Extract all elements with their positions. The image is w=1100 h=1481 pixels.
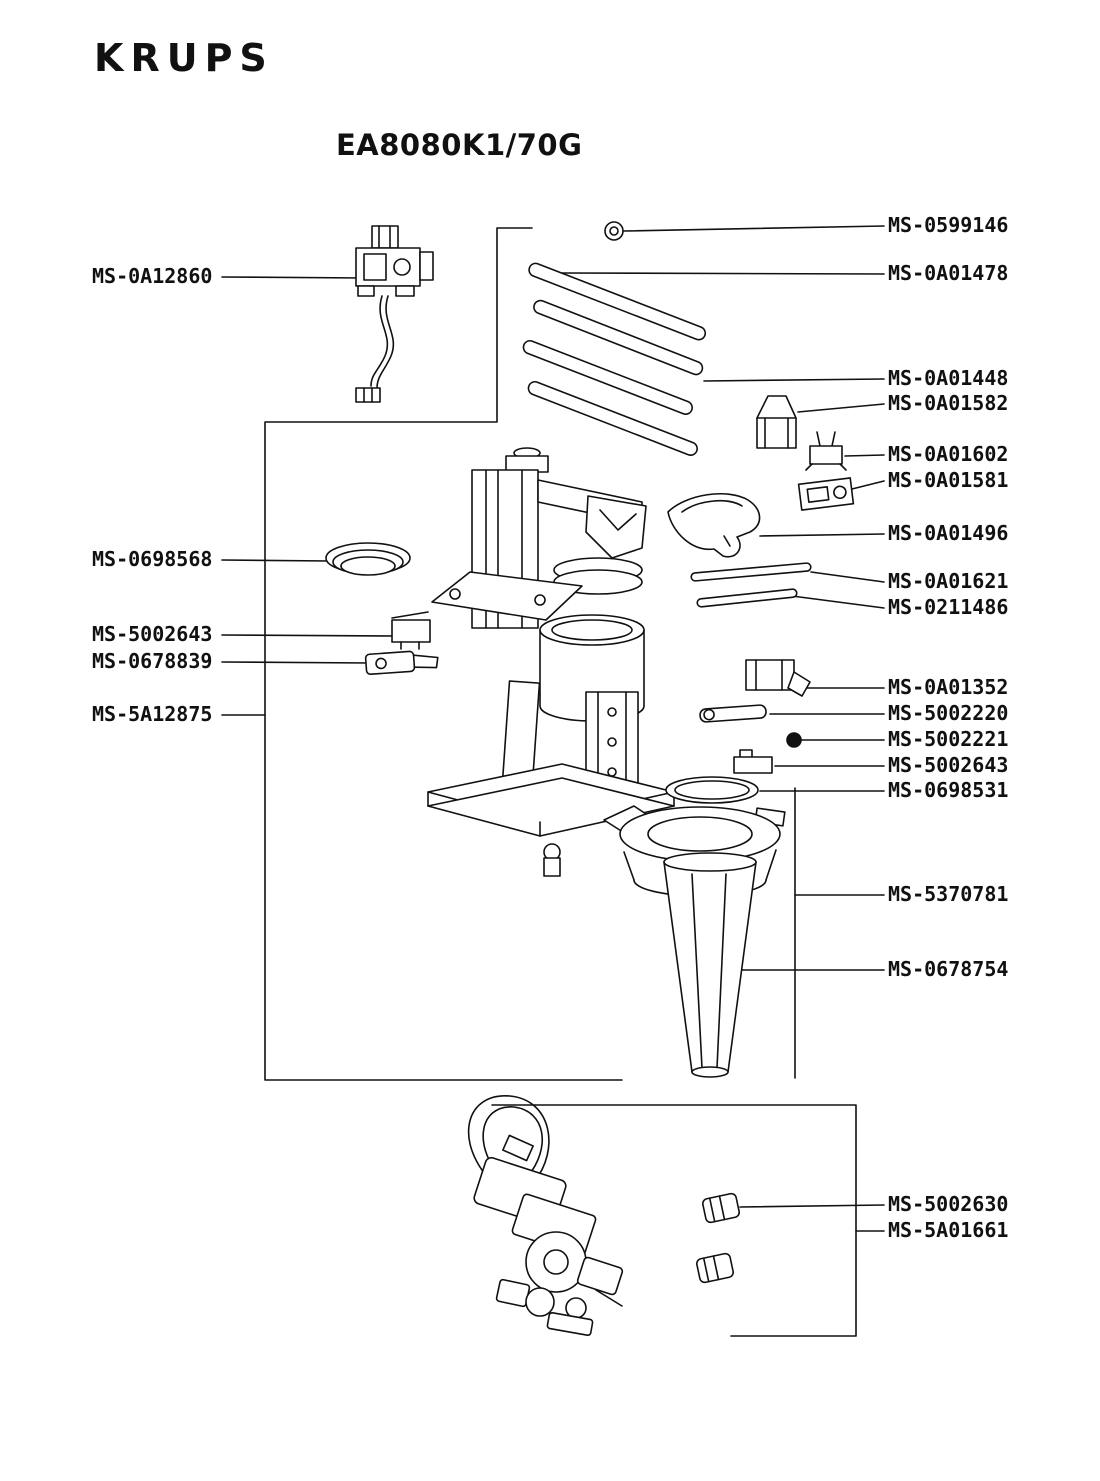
part-curved-arm xyxy=(667,493,761,558)
part-bracket-small xyxy=(797,477,855,511)
part-valve-assembly xyxy=(355,225,434,403)
part-label: MS-5002630 xyxy=(888,1192,1009,1216)
part-label: MS-0698531 xyxy=(888,778,1009,802)
part-label: MS-0599146 xyxy=(888,213,1009,237)
leader-lines xyxy=(221,225,885,1232)
part-label: MS-0678754 xyxy=(888,957,1009,981)
part-label: MS-0A01496 xyxy=(888,521,1009,545)
part-label: MS-5002643 xyxy=(888,753,1009,777)
part-plug xyxy=(786,732,802,748)
part-tubes xyxy=(522,262,707,456)
part-micro-switch-top xyxy=(805,431,847,471)
part-label: MS-5A12875 xyxy=(92,702,213,726)
part-pump-assembly xyxy=(467,1095,624,1337)
part-label: MS-0698568 xyxy=(92,547,213,571)
part-lever xyxy=(699,704,767,723)
part-brew-unit xyxy=(427,447,675,877)
part-oring xyxy=(665,776,759,804)
part-label: MS-0678839 xyxy=(92,649,213,673)
part-label: MS-0A01478 xyxy=(888,261,1009,285)
part-clip-left xyxy=(364,650,439,676)
part-label: MS-0A01621 xyxy=(888,569,1009,593)
brand-logo: KRUPS xyxy=(94,36,274,80)
part-cone xyxy=(663,852,757,1078)
part-label: MS-5002220 xyxy=(888,701,1009,725)
part-label: MS-5370781 xyxy=(888,882,1009,906)
part-label: MS-0A01352 xyxy=(888,675,1009,699)
part-nut xyxy=(604,221,624,241)
part-label: MS-5A01661 xyxy=(888,1218,1009,1242)
part-label: MS-0A01581 xyxy=(888,468,1009,492)
part-rods xyxy=(690,562,812,608)
part-bracket-right xyxy=(745,659,811,697)
part-clips xyxy=(696,1192,740,1284)
part-seal-rings xyxy=(325,542,411,576)
part-micro-switch-left xyxy=(391,611,431,650)
part-label: MS-0211486 xyxy=(888,595,1009,619)
part-label: MS-5002221 xyxy=(888,727,1009,751)
part-hopper xyxy=(756,395,797,449)
part-micro-switch-right xyxy=(733,749,773,774)
bracket-lines xyxy=(264,227,857,1337)
diagram-title: EA8080K1/70G xyxy=(336,128,583,162)
part-label: MS-0A01448 xyxy=(888,366,1009,390)
part-label: MS-0A01602 xyxy=(888,442,1009,466)
part-label: MS-5002643 xyxy=(92,622,213,646)
part-funnel-holder xyxy=(603,805,786,897)
part-label: MS-0A01582 xyxy=(888,391,1009,415)
part-label: MS-0A12860 xyxy=(92,264,213,288)
